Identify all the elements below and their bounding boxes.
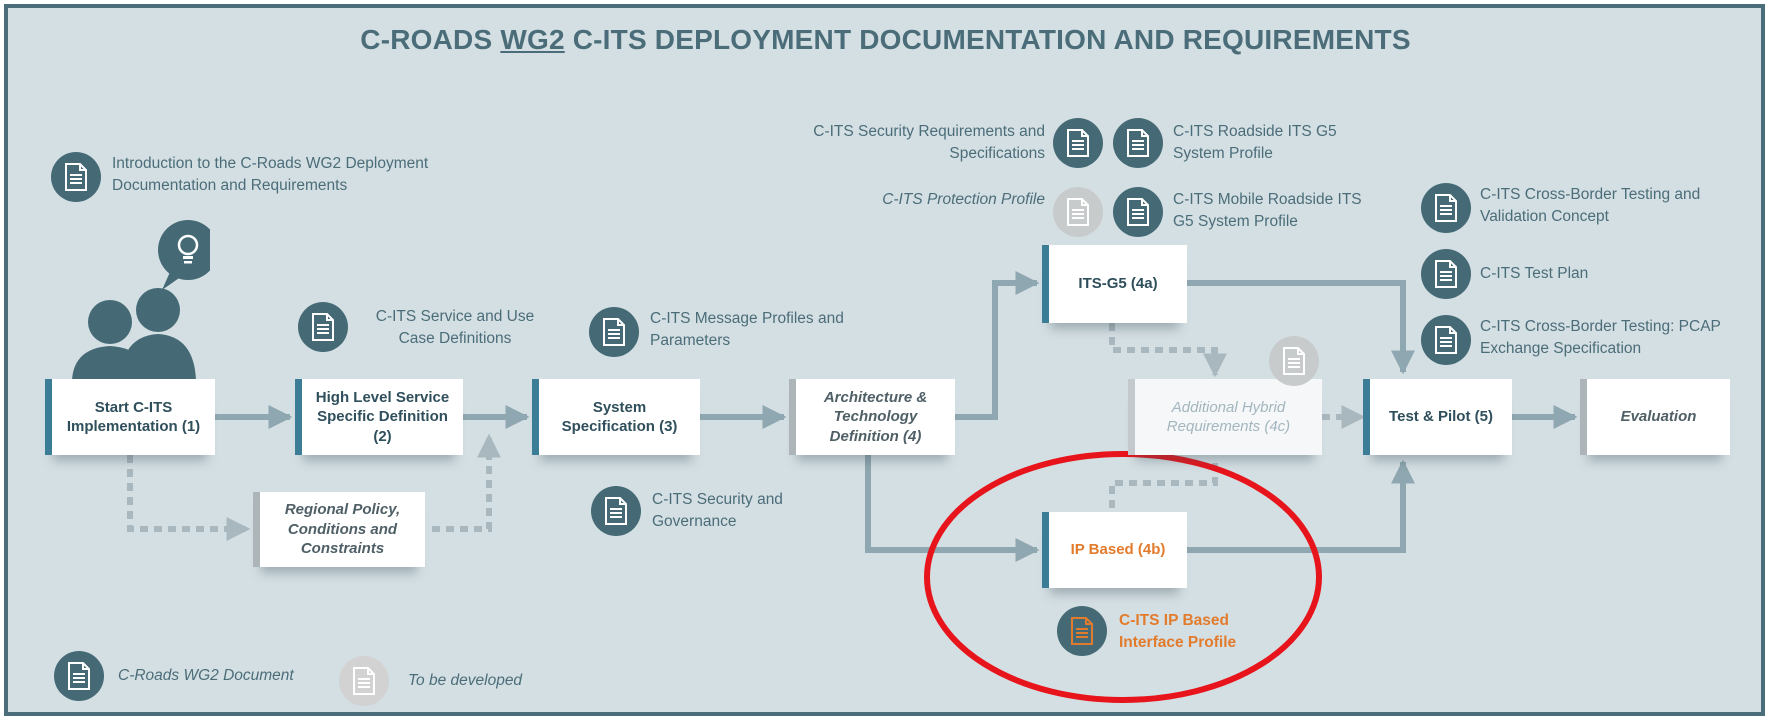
document-icon <box>591 486 641 536</box>
arrow-architecture-to-ipbased <box>865 455 1040 562</box>
doc-intro-label: Introduction to the C-Roads WG2 Deployme… <box>112 155 429 195</box>
step-start: Start C-ITS Implementation (1) <box>45 379 215 455</box>
legend-document-icon <box>54 651 104 701</box>
step-its-g5: ITS-G5 (4a) <box>1042 245 1187 323</box>
doc-security-governance-label: C-ITS Security and Governance <box>652 491 783 531</box>
step-regional: Regional Policy, Conditions and Constrai… <box>253 492 425 567</box>
step-system-spec: System Specification (3) <box>532 379 700 455</box>
dashed-itsg5-to-hybrid <box>1109 323 1227 378</box>
document-icon <box>1113 118 1163 168</box>
title-prefix: C-ROADS <box>360 24 501 55</box>
document-pending-icon <box>1053 187 1103 237</box>
title-suffix: C-ITS DEPLOYMENT DOCUMENTATION AND REQUI… <box>564 24 1411 55</box>
people-icon <box>72 220 210 380</box>
step-high-level: High Level Service Specific Definition (… <box>295 379 463 455</box>
doc-ip-interface-label: C-ITS IP Based Interface Profile <box>1119 612 1237 652</box>
step-test-pilot: Test & Pilot (5) <box>1363 379 1512 455</box>
title-wg2: WG2 <box>500 24 565 55</box>
step-architecture: Architecture & Technology Definition (4) <box>789 379 955 455</box>
document-icon <box>51 152 101 202</box>
document-pending-icon <box>1269 336 1319 386</box>
doc-pcap-label: C-ITS Cross-Border Testing: PCAP Exchang… <box>1480 318 1721 358</box>
legend-wg2-document-label: C-Roads WG2 Document <box>118 667 294 684</box>
legend-to-be-developed-label: To be developed <box>408 672 523 689</box>
document-ip-icon <box>1057 606 1107 656</box>
document-icon <box>298 302 348 352</box>
document-icon <box>1421 315 1471 365</box>
dashed-ipbased-to-hybrid <box>1109 462 1218 508</box>
step-evaluation: Evaluation <box>1580 379 1730 455</box>
dashed-regional-to-highlevel <box>432 433 501 532</box>
arrow-architecture-to-itsg5 <box>955 271 1040 420</box>
arrow-itsg5-to-test <box>1187 280 1415 375</box>
highlight-annotation-ellipse <box>924 451 1322 703</box>
doc-test-plan-label: C-ITS Test Plan <box>1480 265 1589 282</box>
legend-pending-icon <box>339 656 389 706</box>
diagram-frame <box>4 4 1765 716</box>
step-hybrid: Additional Hybrid Requirements (4c) <box>1128 379 1322 455</box>
document-icon <box>1421 183 1471 233</box>
doc-message-profiles-label: C-ITS Message Profiles and Parameters <box>650 310 844 350</box>
doc-roadside-g5-label: C-ITS Roadside ITS G5 System Profile <box>1173 123 1337 163</box>
dashed-start-to-regional <box>127 455 251 541</box>
document-icon <box>1053 118 1103 168</box>
document-icon <box>589 307 639 357</box>
arrow-ipbased-to-test <box>1187 459 1415 553</box>
doc-security-requirements-label: C-ITS Security Requirements and Specific… <box>813 123 1045 163</box>
doc-cross-border-validation-label: C-ITS Cross-Border Testing and Validatio… <box>1480 186 1701 226</box>
lightbulb-icon <box>158 220 210 290</box>
document-icon <box>1113 187 1163 237</box>
step-ip-based: IP Based (4b) <box>1042 512 1187 588</box>
doc-protection-profile-label: C-ITS Protection Profile <box>882 191 1045 208</box>
document-icon <box>1421 249 1471 299</box>
diagram-title: C-ROADS WG2 C-ITS DEPLOYMENT DOCUMENTATI… <box>0 24 1771 56</box>
doc-mobile-roadside-g5-label: C-ITS Mobile Roadside ITS G5 System Prof… <box>1173 191 1362 231</box>
doc-service-use-case-label: C-ITS Service and Use Case Definitions <box>375 308 535 348</box>
